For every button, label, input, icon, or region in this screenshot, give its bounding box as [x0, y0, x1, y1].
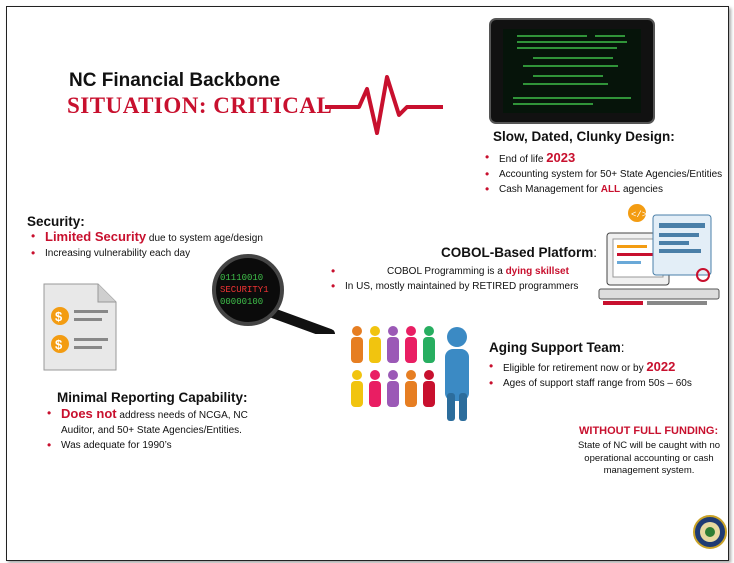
svg-text:$: $ — [55, 309, 63, 324]
developer-workstation-icon: </> — [598, 204, 720, 305]
list-item: Does not address needs of NCGA, NC Audit… — [45, 406, 265, 438]
list-item: Was adequate for 1990’s — [45, 438, 265, 453]
mainframe-screen-image — [489, 18, 655, 124]
list-item: End of life 2023 — [483, 150, 728, 167]
design-heading: Slow, Dated, Clunky Design: — [493, 129, 675, 144]
warning-text: State of NC will be caught with no opera… — [577, 440, 721, 476]
financial-document-icon: $ $ — [43, 283, 117, 371]
list-item: Limited Security due to system age/desig… — [29, 229, 329, 246]
aging-list: Eligible for retirement now or by 2022 A… — [487, 359, 727, 391]
slide-subtitle: SITUATION: CRITICAL — [67, 93, 333, 118]
lens-line: SECURITY1 — [220, 285, 269, 295]
terminal-screen — [503, 29, 641, 113]
svg-text:$: $ — [55, 337, 63, 352]
reporting-list: Does not address needs of NCGA, NC Audit… — [45, 406, 265, 453]
security-heading: Security: — [27, 214, 85, 229]
design-list: End of life 2023 Accounting system for 5… — [483, 150, 728, 197]
slide-title: NC Financial Backbone — [69, 70, 281, 91]
list-item: Ages of support staff range from 50s – 6… — [487, 376, 727, 391]
list-item: Eligible for retirement now or by 2022 — [487, 359, 727, 376]
list-item: Cash Management for ALL agencies — [483, 182, 728, 197]
lens-text: 01110010 SECURITY1 00000100 — [220, 272, 269, 308]
lens-line: 01110010 — [220, 273, 264, 283]
list-item: COBOL Programming is a dying skillset — [329, 264, 599, 279]
security-list: Limited Security due to system age/desig… — [29, 229, 329, 261]
list-item: Increasing vulnerability each day — [29, 246, 329, 261]
list-item: In US, mostly maintained by RETIRED prog… — [329, 279, 599, 294]
magnifier-icon: 01110010 SECURITY1 00000100 — [210, 254, 335, 334]
list-item: Accounting system for 50+ State Agencies… — [483, 167, 728, 182]
warning-heading: WITHOUT FULL FUNDING: — [579, 425, 719, 437]
state-seal-logo — [693, 515, 727, 549]
cobol-list: COBOL Programming is a dying skillset In… — [329, 264, 599, 294]
reporting-heading: Minimal Reporting Capability: — [57, 390, 248, 405]
heartbeat-icon — [325, 75, 443, 135]
aging-heading: Aging Support Team: — [489, 340, 625, 355]
lens-line: 00000100 — [220, 297, 264, 307]
cobol-heading: COBOL-Based Platform: — [441, 245, 598, 260]
slide: NC Financial Backbone SITUATION: CRITICA… — [6, 6, 729, 561]
svg-text:</>: </> — [631, 210, 647, 220]
aging-team-people-icon — [351, 326, 469, 421]
